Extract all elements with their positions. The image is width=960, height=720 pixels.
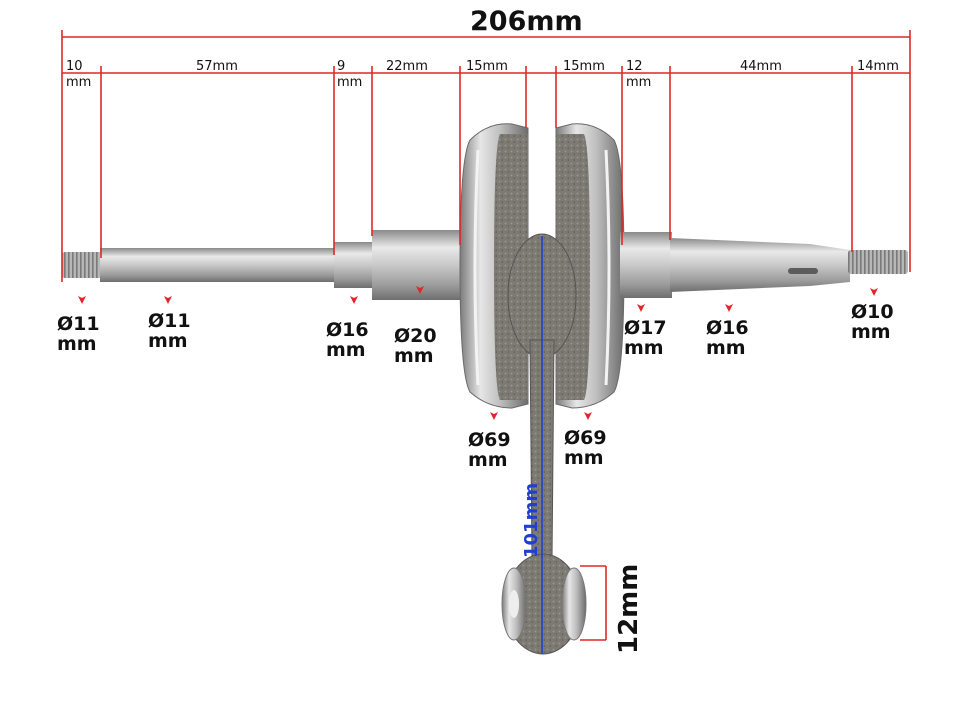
diameter-value: Ø69 [468, 429, 511, 451]
left-thread [62, 252, 102, 278]
crankshaft-body [62, 123, 908, 655]
diameter-label-left-bearing: Ø20 mm [394, 326, 437, 366]
diameter-value: Ø20 [394, 325, 437, 347]
segment-label-4: 22mm [386, 59, 428, 74]
diameter-markers [78, 286, 878, 420]
diameter-label-left-shaft: Ø11 mm [148, 311, 191, 351]
diameter-unit: mm [468, 449, 508, 471]
pin-width-label: 12mm [614, 563, 644, 654]
segment-label-9: 14mm [857, 59, 899, 74]
diameter-label-right-flywheel: Ø69 mm [564, 428, 607, 468]
left-shaft [100, 248, 336, 282]
diameter-unit: mm [326, 339, 366, 361]
diameter-unit: mm [851, 321, 891, 343]
diameter-value: Ø16 [706, 317, 749, 339]
rod-length-label: 101mm [521, 482, 542, 558]
diameter-label-left-step: Ø16 mm [326, 320, 369, 360]
right-tapered-shaft [670, 238, 850, 292]
diameter-unit: mm [706, 337, 746, 359]
diameter-unit: mm [57, 333, 97, 355]
segment-label-1b: mm [66, 75, 92, 90]
dimension-lines [61, 30, 911, 641]
diameter-unit: mm [624, 337, 664, 359]
diameter-value: Ø11 [57, 313, 100, 335]
keyway [788, 268, 818, 274]
segment-label-3a: 9 [337, 59, 346, 74]
segment-label-3b: mm [337, 75, 363, 90]
segment-label-5: 15mm [466, 59, 508, 74]
left-step [334, 242, 374, 288]
right-bearing-seat [620, 232, 672, 298]
right-thread [848, 250, 908, 274]
segment-label-7a: 12 [626, 59, 643, 74]
diameter-label-right-bearing: Ø17 mm [624, 318, 667, 358]
right-flywheel [555, 123, 625, 409]
diameter-value: Ø17 [624, 317, 667, 339]
segment-label-2: 57mm [196, 59, 238, 74]
diameter-unit: mm [564, 447, 604, 469]
diameter-label-left-thread: Ø11 mm [57, 314, 100, 354]
diameter-value: Ø69 [564, 427, 607, 449]
diameter-unit: mm [148, 330, 188, 352]
diameter-label-left-flywheel: Ø69 mm [468, 430, 511, 470]
diameter-unit: mm [394, 345, 434, 367]
segment-label-1a: 10 [66, 59, 83, 74]
segment-label-6: 15mm [563, 59, 605, 74]
rod-small-end [501, 553, 587, 655]
segment-label-7b: mm [626, 75, 652, 90]
diameter-value: Ø16 [326, 319, 369, 341]
segment-label-8: 44mm [740, 59, 782, 74]
total-length-label: 206mm [470, 6, 583, 37]
diameter-label-right-thread: Ø10 mm [851, 302, 894, 342]
left-flywheel [459, 123, 529, 409]
diameter-value: Ø11 [148, 310, 191, 332]
diameter-value: Ø10 [851, 301, 894, 323]
diameter-label-right-shaft: Ø16 mm [706, 318, 749, 358]
